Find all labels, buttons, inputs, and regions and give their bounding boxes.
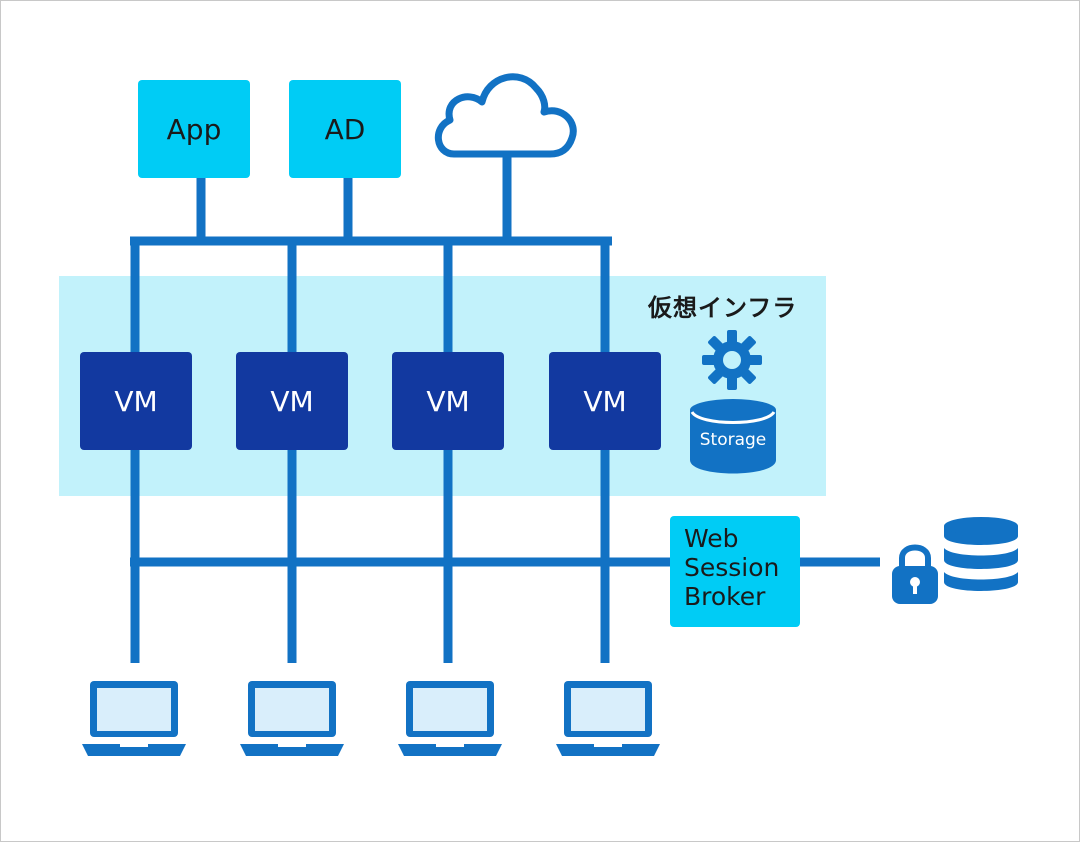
storage-cylinder-icon [690, 399, 776, 474]
laptop-icon [82, 681, 186, 756]
lock-icon [892, 544, 938, 604]
broker-label-line: Web [684, 524, 739, 553]
web-session-broker-box: Web Session Broker [670, 516, 800, 627]
laptop-icon [240, 681, 344, 756]
database-icon [944, 517, 1018, 591]
vm-label: VM [583, 384, 627, 418]
vm-box: VM [236, 352, 348, 450]
cloud-icon [434, 73, 577, 158]
vm-box: VM [80, 352, 192, 450]
app-label: App [166, 112, 222, 146]
broker-label-line: Session [684, 553, 780, 582]
broker-label-line: Broker [684, 582, 766, 611]
ad-label: AD [324, 112, 366, 146]
ad-box: AD [289, 80, 401, 178]
vm-label: VM [114, 384, 158, 418]
vm-label: VM [426, 384, 470, 418]
laptop-icon [556, 681, 660, 756]
vm-box: VM [392, 352, 504, 450]
app-box: App [138, 80, 250, 178]
laptop-icon [398, 681, 502, 756]
vm-label: VM [270, 384, 314, 418]
vm-box: VM [549, 352, 661, 450]
infrastructure-label: 仮想インフラ [648, 294, 798, 322]
storage-label: Storage [699, 430, 767, 450]
gear-icon [702, 330, 762, 390]
